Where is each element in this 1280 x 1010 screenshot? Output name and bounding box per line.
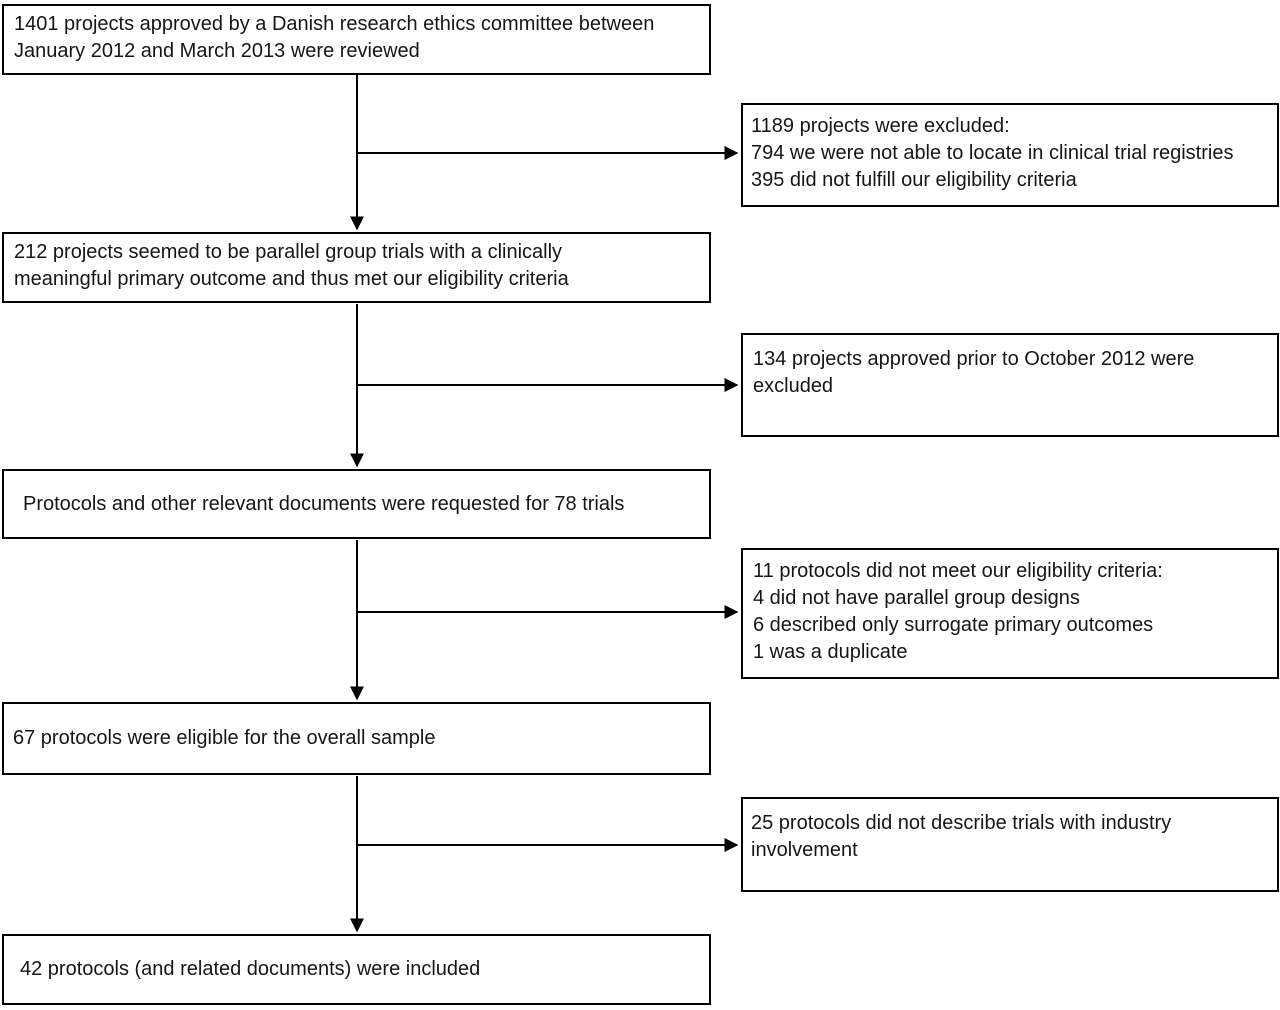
flow-box-excluded-134: 134 projects approved prior to October 2… bbox=[741, 333, 1279, 437]
flow-box-no-industry-involvement-25: 25 protocols did not describe trials wit… bbox=[741, 797, 1279, 892]
flow-box-documents-requested-78: Protocols and other relevant documents w… bbox=[2, 469, 711, 539]
flow-box-projects-reviewed: 1401 projects approved by a Danish resea… bbox=[2, 4, 711, 75]
flow-box-protocols-eligible-67: 67 protocols were eligible for the overa… bbox=[2, 702, 711, 775]
flow-box-excluded-1189: 1189 projects were excluded: 794 we were… bbox=[741, 103, 1279, 207]
flow-box-protocols-included-42: 42 protocols (and related documents) wer… bbox=[2, 934, 711, 1005]
flow-box-protocols-not-eligible-11: 11 protocols did not meet our eligibilit… bbox=[741, 548, 1279, 679]
flow-box-met-eligibility-212: 212 projects seemed to be parallel group… bbox=[2, 232, 711, 303]
